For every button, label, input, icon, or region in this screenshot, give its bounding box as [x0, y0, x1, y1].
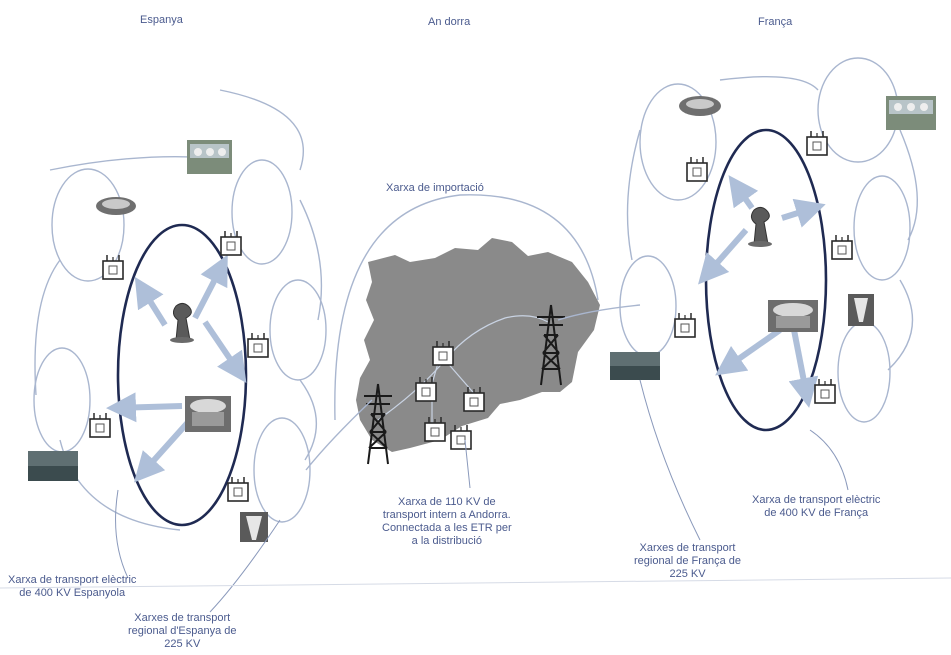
transformer-icon — [227, 476, 249, 502]
spain-225kv-label: Xarxes de transport regional d'Espanya d… — [128, 612, 237, 651]
turbine-icon — [169, 302, 195, 344]
label-line: Xarxes de transport — [134, 612, 231, 624]
import-arc — [334, 194, 599, 421]
label-line: de 400 KV de França — [764, 507, 869, 519]
label-line: 225 KV — [669, 568, 706, 580]
france-400kv-label: Xarxa de transport elèctric de 400 KV de… — [752, 494, 880, 520]
label-line: de 400 KV Espanyola — [19, 587, 126, 599]
region-label-andorra: An dorra — [428, 16, 471, 28]
transformer-icon — [102, 254, 124, 280]
france-network — [619, 57, 918, 423]
france-225kv-label: Xarxes de transport regional de França d… — [634, 542, 741, 581]
hydro-dam-icon — [96, 197, 136, 215]
transformer-icon — [686, 156, 708, 182]
transformer-icon — [814, 378, 836, 404]
label-line: regional d'Espanya de — [128, 625, 237, 637]
label-line: a la distribució — [411, 535, 482, 547]
label-line: transport intern a Andorra. — [382, 509, 511, 521]
callout-lines — [0, 379, 951, 613]
import-network-label: Xarxa de importació — [386, 182, 484, 194]
label-line: 225 KV — [164, 638, 201, 650]
region-label-spain: Espanya — [140, 14, 183, 26]
label-line: Connectada a les ETR per — [382, 522, 512, 534]
france-400kv-ring — [704, 128, 828, 432]
label-line: Xarxa de transport elèctric — [752, 494, 881, 506]
dam-photo-icon — [240, 512, 268, 542]
andorra-map — [356, 238, 600, 452]
spain-400kv-label: Xarxa de transport elèctric de 400 KV Es… — [8, 574, 136, 600]
power-plant-icon — [886, 96, 936, 130]
spain-arrows — [106, 254, 247, 483]
label-line: Xarxa de transport elèctric — [8, 574, 137, 586]
hydro-dam-icon — [679, 96, 721, 116]
transformer-icon — [89, 412, 111, 438]
nuclear-plant-icon — [768, 300, 818, 332]
label-line: Xarxa de 110 KV de — [397, 496, 496, 508]
transformer-icon — [674, 312, 696, 338]
region-label-france: França — [758, 16, 793, 28]
transformer-icon — [831, 234, 853, 260]
france-arrows — [698, 175, 826, 408]
transformer-icon — [806, 130, 828, 156]
power-plant-icon — [187, 140, 232, 174]
dam-photo-icon — [848, 294, 874, 326]
transformer-icon — [247, 332, 269, 358]
label-line: Xarxes de transport — [639, 542, 736, 554]
spain-400kv-ring — [116, 223, 248, 527]
transformer-icon — [220, 230, 242, 256]
andorra-network-label: Xarxa de 110 KV de transport intern a An… — [382, 496, 512, 548]
nuclear-plant-icon — [185, 396, 231, 432]
label-line: regional de França de — [634, 555, 742, 567]
turbine-icon — [747, 206, 773, 248]
interconnections — [305, 304, 641, 471]
